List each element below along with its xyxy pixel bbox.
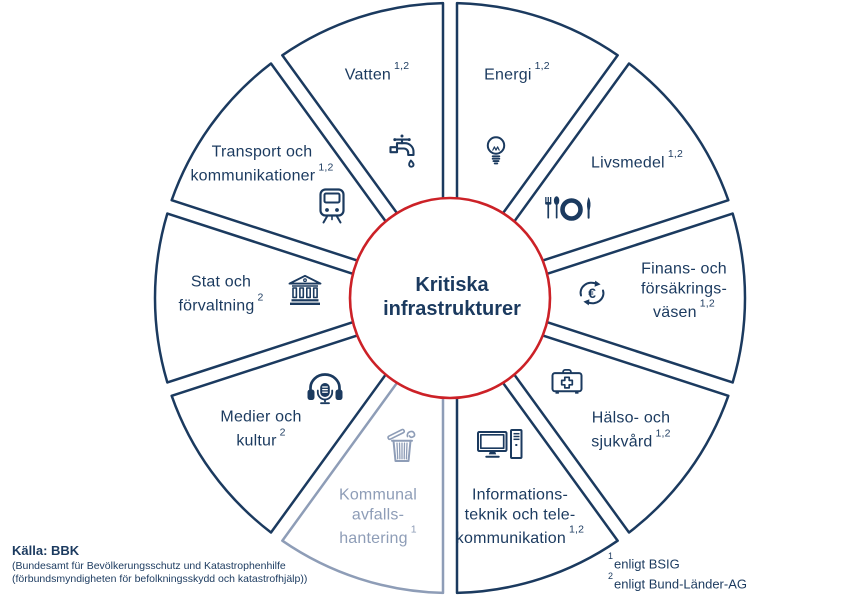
sector-label-line: avfalls-: [351, 506, 405, 524]
train-icon: [318, 188, 346, 226]
trash-icon: [386, 427, 421, 465]
sector-slice-informations: [455, 345, 619, 595]
sector-label-line: väsen1,2: [653, 297, 715, 321]
sector-label-line: Vatten1,2: [344, 60, 410, 84]
footnotes: 1enligt BSIG 2enligt Bund-Länder-AG: [608, 551, 747, 593]
lightbulb-icon: [484, 136, 509, 169]
firstaid-icon: [551, 368, 584, 397]
sector-label-line: hantering1: [339, 523, 417, 547]
sector-slice-h-lso-och: [486, 320, 730, 534]
sector-label-line: Kommunal: [338, 486, 418, 504]
sector-label-line: Livsmedel1,2: [590, 148, 684, 172]
sector-label-informations: Informations-teknik och tele-kommunikati…: [456, 486, 584, 549]
sector-slice-vatten: [281, 1, 445, 251]
footnote-marks: 1,2: [534, 60, 550, 73]
footnote-marks: 1,2: [699, 297, 715, 310]
sector-label-line: teknik och tele-: [464, 506, 576, 524]
headphones-icon: [306, 372, 344, 406]
computer-icon: [477, 429, 524, 462]
footnote-marks: 1,2: [667, 148, 684, 161]
footnote-1: 1enligt BSIG: [608, 551, 680, 572]
sector-label-kommunal: Kommunal avfalls-hantering1: [339, 486, 417, 549]
sector-label-line: sjukvård1,2: [591, 426, 671, 451]
sector-slice-livsmedel: [486, 62, 730, 276]
sector-label-line: Informations-: [472, 486, 568, 504]
sector-label-vatten: Vatten1,2: [344, 60, 410, 85]
source-title: Källa: BBK: [12, 543, 80, 558]
center-title: Kritiska infrastrukturer: [383, 273, 521, 321]
sector-label-line: kultur2: [236, 425, 286, 450]
sector-label-line: Transport och: [211, 143, 313, 161]
sector-slice-finans-och: [504, 212, 747, 384]
sector-label-line: Energi1,2: [484, 60, 550, 84]
sector-label-line: Finans- och: [641, 260, 727, 278]
source-line: (förbundsmyndigheten för befolkningsskyd…: [12, 572, 308, 585]
sector-label-line: försäkrings-: [641, 280, 727, 298]
footnote-marks: 1,2: [569, 523, 585, 536]
footnote-marks: 1: [410, 523, 417, 536]
source-line: (Bundesamt für Bevölkerungsschutz und Ka…: [12, 560, 286, 572]
footnote-marks: 2: [279, 425, 286, 438]
footnote-marks: 1,2: [318, 160, 334, 173]
center-hub-circle: [348, 196, 552, 400]
sector-label-finans-och: Finans- och försäkrings-väsen1,2: [641, 260, 727, 323]
center-title-line: Kritiska: [415, 274, 489, 296]
faucet-icon: [385, 133, 419, 171]
source-note: Källa: BBK (Bundesamt für Bevölkerungssc…: [12, 543, 307, 585]
sector-label-livsmedel: Livsmedel1,2: [590, 148, 684, 173]
bank-icon: [287, 274, 323, 306]
footnote-2: 2enligt Bund-Länder-AG: [608, 571, 747, 592]
center-title-line: infrastrukturer: [383, 298, 521, 320]
sector-label-line: kommunikation1,2: [455, 523, 585, 547]
cutlery-icon: [543, 196, 593, 226]
sector-label-line: Stat och: [190, 273, 252, 291]
sector-label-line: kommunikationer1,2: [190, 160, 334, 185]
footnote-marks: 2: [257, 290, 264, 303]
sector-slice-medier-och: [170, 320, 414, 534]
footnote-marks: 1,2: [394, 60, 410, 73]
sector-slice-transport-och: [170, 62, 414, 276]
sector-label-line: Medier och: [220, 408, 302, 426]
sector-label-line: Hälso- och: [591, 409, 671, 427]
euro-circulation-icon: [573, 278, 611, 308]
sector-slice-stat-och: [153, 212, 396, 384]
sector-slice-kommunal: [281, 345, 445, 595]
footnote-marks: 1,2: [655, 426, 671, 439]
sector-label-line: förvaltning2: [178, 290, 264, 315]
sector-label-energi: Energi1,2: [484, 60, 550, 85]
sector-slice-energi: [455, 1, 619, 251]
